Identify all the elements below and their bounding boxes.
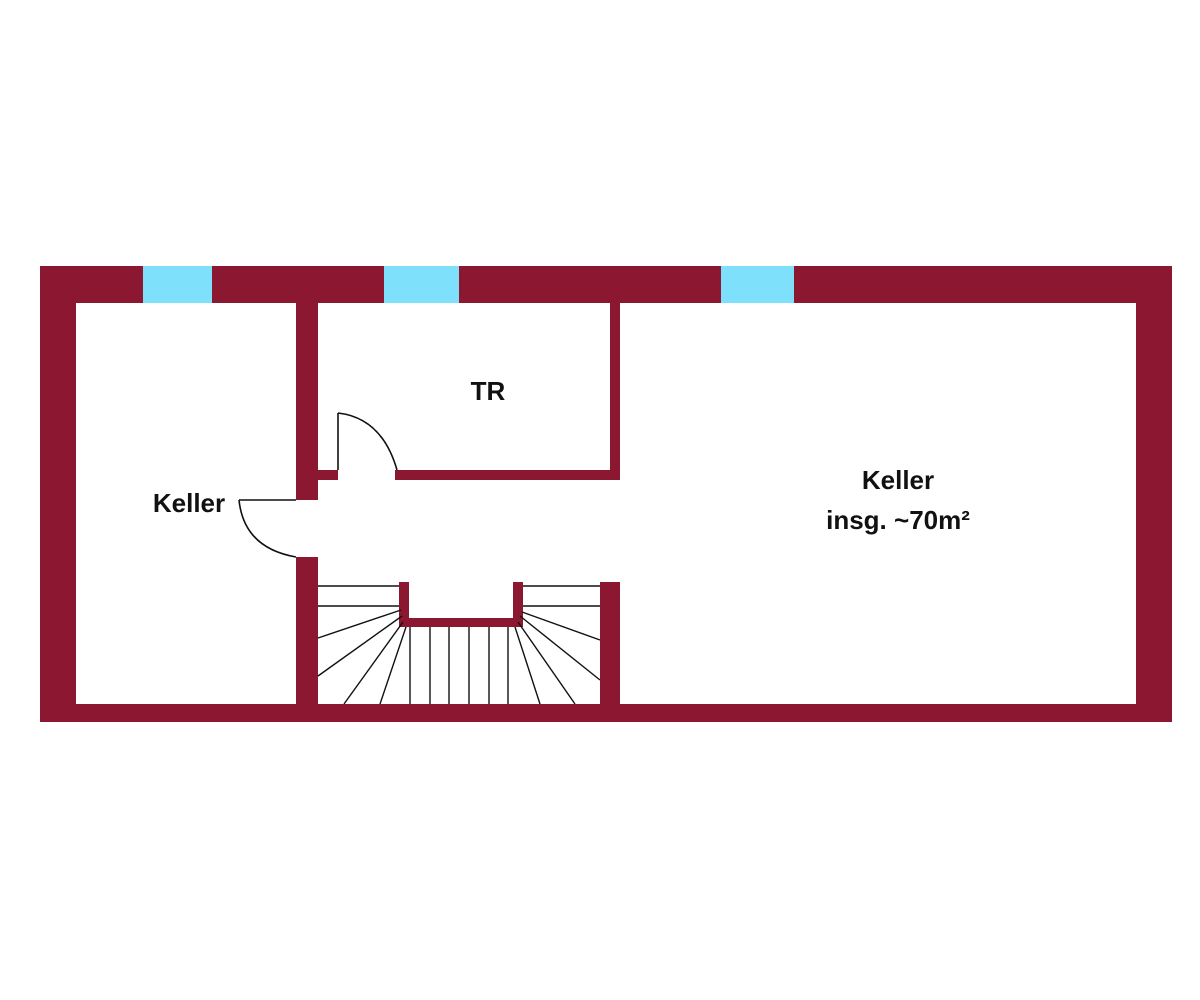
top-wall [40,266,1172,303]
door-tr [337,412,398,471]
window-left [143,266,212,303]
wall-stair-right [600,582,620,707]
window-right [721,266,794,303]
windows [143,266,794,303]
room-area-keller-right: insg. ~70m² [826,505,970,535]
left-wall [40,266,76,722]
wall-tr-bottom-stub [318,470,338,480]
staircase [317,585,601,705]
room-label-keller-right: Keller [862,465,934,495]
wall-stair-core-bottom [399,618,523,627]
bottom-wall [40,704,1172,722]
wall-tr-right [610,303,620,480]
window-middle [384,266,459,303]
wall-left-partition-upper [296,303,318,500]
outer-walls [40,266,1172,722]
right-wall [1136,266,1172,722]
door-keller-left [238,499,297,558]
room-label-tr: TR [471,376,506,406]
wall-stair-core-right [513,582,523,627]
wall-tr-bottom [395,470,620,480]
wall-stair-core-left [399,582,409,627]
wall-left-partition-lower [296,557,318,707]
doors [238,412,398,558]
room-label-keller-left: Keller [153,488,225,518]
interior-walls [296,303,620,707]
